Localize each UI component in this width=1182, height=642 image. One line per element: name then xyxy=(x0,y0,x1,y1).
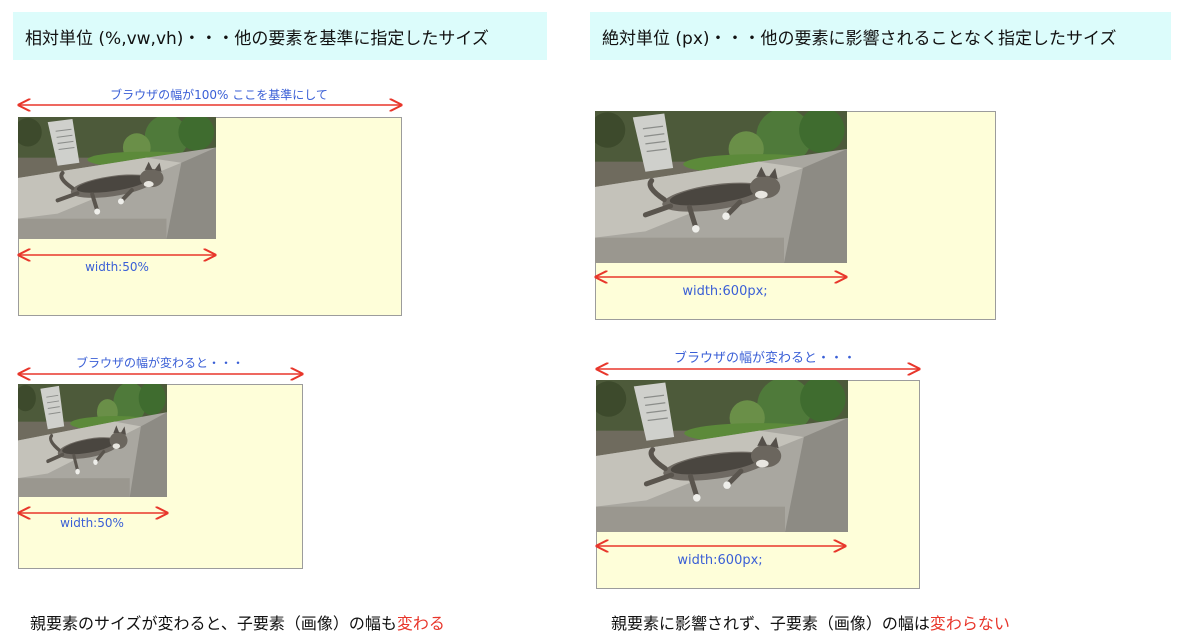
cat-image-absolute-bottom xyxy=(596,380,848,532)
relative-caption: 親要素のサイズが変わると、子要素（画像）の幅も変わる xyxy=(30,610,445,634)
absolute-caption-text: 親要素に影響されず、子要素（画像）の幅は xyxy=(611,614,930,633)
image-width-arrow-small xyxy=(18,507,168,519)
absolute-caption: 親要素に影響されず、子要素（画像）の幅は変わらない xyxy=(611,610,1010,634)
absolute-unit-header-text: 絶対単位 (px)・・・他の要素に影響されることなく指定したサイズ xyxy=(602,28,1117,49)
image-width-arrow-absolute-bottom xyxy=(596,540,846,552)
browser-width-arrow-absolute xyxy=(596,363,920,375)
relative-unit-header-text: 相対単位 (%,vw,vh)・・・他の要素を基準に指定したサイズ xyxy=(25,28,489,49)
browser-width-changes-label-absolute: ブラウザの幅が変わると・・・ xyxy=(673,351,857,366)
cat-image-relative-small xyxy=(18,384,167,497)
relative-caption-text: 親要素のサイズが変わると、子要素（画像）の幅も xyxy=(30,614,397,633)
absolute-caption-highlight: 変わらない xyxy=(929,614,1010,633)
browser-width-arrow-narrow xyxy=(18,368,303,380)
cat-image-relative-large xyxy=(18,117,216,239)
relative-caption-highlight: 変わる xyxy=(396,614,445,633)
cat-image-absolute-top xyxy=(595,111,847,263)
browser-width-arrow xyxy=(18,99,402,111)
width-600px-label-bottom: width:600px; xyxy=(677,553,763,568)
width-50-percent-label-small: width:50% xyxy=(60,516,124,530)
width-600px-label: width:600px; xyxy=(682,284,768,299)
image-width-arrow-absolute xyxy=(595,271,847,283)
browser-width-100-label: ブラウザの幅が100% ここを基準にして xyxy=(110,88,328,102)
relative-unit-header: 相対単位 (%,vw,vh)・・・他の要素を基準に指定したサイズ xyxy=(13,12,547,60)
browser-width-changes-label: ブラウザの幅が変わると・・・ xyxy=(75,356,245,370)
image-width-arrow xyxy=(18,249,216,261)
width-50-percent-label: width:50% xyxy=(85,260,149,274)
absolute-unit-header: 絶対単位 (px)・・・他の要素に影響されることなく指定したサイズ xyxy=(590,12,1171,60)
